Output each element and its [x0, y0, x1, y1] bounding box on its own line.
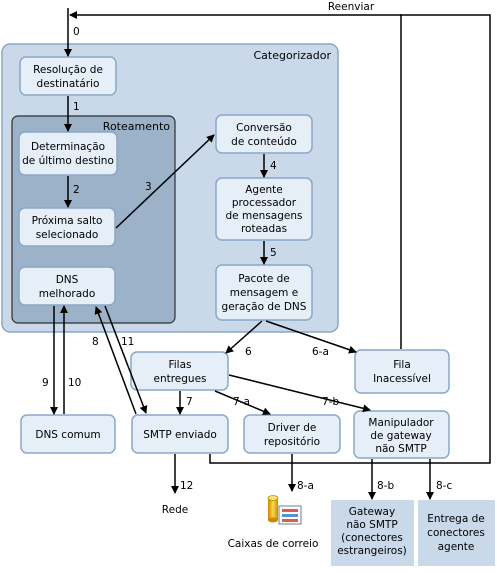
connectors — [50, 8, 491, 500]
agent-delivery-line-1: Entrega de — [427, 513, 485, 525]
content-conv-line-1: Conversão — [236, 122, 292, 134]
routing-agent-line-2: processador — [232, 197, 297, 209]
next-hop-node: Próxima salto selecionado — [18, 207, 116, 247]
next-hop-line-1: Próxima salto — [32, 215, 103, 227]
categorizer-title: Categorizador — [253, 49, 331, 62]
gateway-line-4: estrangeiros) — [337, 545, 407, 557]
edge-label-7b: 7-b — [322, 396, 339, 408]
edge-8 — [94, 306, 137, 415]
routing-agent-line-1: Agente — [245, 184, 283, 196]
dns-enhanced-node: DNS melhorado — [18, 266, 116, 306]
agent-delivery-line-2: conectores — [427, 527, 485, 539]
edge-label-8c: 8-c — [436, 480, 452, 492]
edge-label-6: 6 — [245, 346, 252, 358]
edge-resubmit-lower — [209, 14, 491, 464]
edge-label-7a: 7-a — [233, 396, 250, 408]
routing-title: Roteamento — [103, 120, 170, 133]
gateway-handler-line-1: Manipulador — [368, 417, 434, 429]
edge-6 — [225, 320, 263, 354]
edge-label-8: 8 — [92, 336, 99, 348]
edge-7b — [228, 374, 371, 413]
last-dest-line-1: Determinação — [31, 141, 105, 153]
dns-common-label: DNS comum — [35, 429, 100, 441]
packet-generation-node: Pacote de mensagem e geração de DNS — [215, 264, 313, 321]
edge-label-9: 9 — [42, 377, 49, 389]
packet-line-3: geração de DNS — [222, 301, 307, 313]
dns-common-node: DNS comum — [20, 414, 116, 454]
resolution-line-1: Resolução de — [33, 64, 103, 76]
unreachable-line-1: Fila — [393, 359, 411, 371]
content-conversion-node: Conversão de conteúdo — [215, 114, 313, 154]
database-icon — [267, 495, 302, 525]
edge-label-10: 10 — [68, 377, 81, 389]
gateway-handler-node: Manipulador de gateway não SMTP — [353, 410, 450, 459]
edge-label-8b: 8-b — [377, 480, 394, 492]
resolution-line-2: destinatário — [37, 78, 100, 90]
delivery-queues-line-1: Filas — [168, 359, 191, 371]
edge-label-0: 0 — [73, 26, 80, 38]
gateway-handler-line-2: de gateway — [370, 430, 431, 442]
resolution-node: Resolução de destinatário — [19, 56, 117, 96]
packet-line-1: Pacote de — [238, 273, 290, 285]
smtp-send-node: SMTP enviado — [131, 414, 229, 454]
gateway-line-1: Gateway — [349, 506, 395, 518]
dns-enh-line-1: DNS — [56, 274, 79, 286]
dns-enh-line-2: melhorado — [39, 288, 96, 300]
network-label: Rede — [162, 504, 188, 516]
gateway-line-3: (conectores — [341, 532, 403, 544]
resubmit-label: Reenviar — [328, 1, 375, 13]
edge-labels: 0 Reenviar 1 2 3 4 5 6 6-a 7 7-a 7-b 8 1… — [42, 1, 452, 492]
smtp-send-label: SMTP enviado — [143, 429, 217, 441]
agent-delivery-line-3: agente — [438, 541, 475, 553]
unreachable-line-2: Inacessível — [373, 373, 431, 385]
mailboxes-label: Caixas de correio — [228, 538, 319, 550]
last-destination-node: Determinação de último destino — [18, 131, 118, 176]
edge-label-4: 4 — [270, 160, 277, 172]
routing-agent-node: Agente processador de mensagens roteadas — [215, 177, 313, 241]
edge-label-2: 2 — [73, 184, 80, 196]
unreachable-queue-node: Fila Inacessível — [354, 349, 450, 394]
edge-label-8a: 8-a — [297, 480, 314, 492]
edge-7a — [214, 390, 271, 415]
delivery-queues-line-2: entregues — [153, 373, 206, 385]
content-conv-line-2: de conteúdo — [231, 136, 297, 148]
agent-delivery-node: Entrega de conectores agente — [418, 500, 495, 566]
edge-6a — [265, 320, 357, 354]
store-driver-line-2: repositório — [264, 436, 320, 448]
gateway-connectors-node: Gateway não SMTP (conectores estrangeiro… — [331, 500, 414, 566]
edge-label-1: 1 — [73, 101, 80, 113]
edge-label-11: 11 — [121, 336, 134, 348]
gateway-handler-line-3: não SMTP — [375, 443, 426, 455]
delivery-queues-node: Filas entregues — [130, 351, 229, 391]
store-driver-node: Driver de repositório — [243, 414, 341, 454]
gateway-line-2: não SMTP — [346, 519, 397, 531]
edge-3 — [115, 134, 215, 229]
routing-agent-line-3: de mensagens — [226, 210, 303, 222]
edge-label-3: 3 — [145, 181, 152, 193]
edge-label-5: 5 — [270, 247, 277, 259]
routing-agent-line-4: roteadas — [241, 223, 287, 235]
last-dest-line-2: de último destino — [22, 155, 114, 167]
store-driver-line-1: Driver de — [268, 422, 317, 434]
edge-label-12: 12 — [180, 480, 193, 492]
edge-label-6a: 6-a — [312, 346, 329, 358]
edge-label-7: 7 — [186, 396, 193, 408]
edge-11 — [104, 305, 148, 414]
packet-line-2: mensagem e — [230, 287, 298, 299]
next-hop-line-2: selecionado — [36, 229, 99, 241]
